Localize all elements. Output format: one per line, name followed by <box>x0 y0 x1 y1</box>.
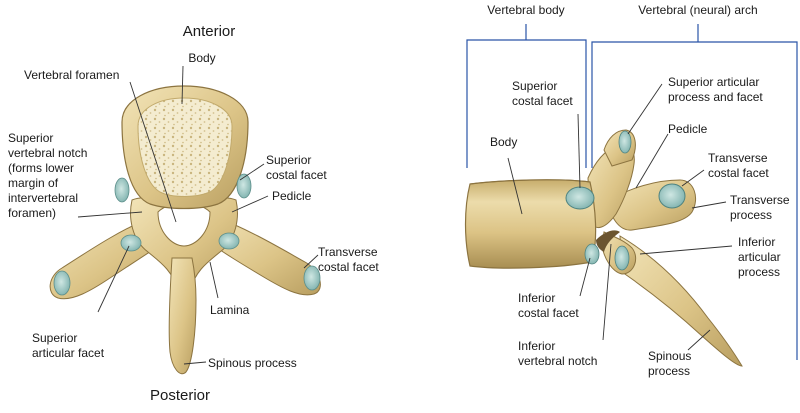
label-vertebral-foramen: Vertebral foramen <box>24 68 119 82</box>
anterior-label: Anterior <box>183 23 236 40</box>
superior-view: Anterior Posterior Body Vertebral forame… <box>8 23 381 404</box>
label-inferior-costal-facet: Inferior costal facet <box>518 291 579 320</box>
superior-articular-facet-lateral <box>618 130 632 154</box>
transverse-costal-facet-right <box>303 265 321 291</box>
vertebral-arch-bracket <box>591 24 798 360</box>
label-body-superior: Body <box>188 51 215 65</box>
inferior-costal-facet-lateral <box>584 243 600 265</box>
label-superior-costal-facet-lateral: Superior costal facet <box>512 79 573 108</box>
superior-costal-facet-lateral <box>565 186 595 210</box>
label-superior-vertebral-notch: Superior vertebral notch (forms lower ma… <box>8 131 91 220</box>
spinous-process-superior <box>168 257 197 375</box>
superior-articular-facet-right <box>218 232 240 250</box>
label-superior-articular-facet: Superior articular facet <box>32 331 105 360</box>
label-pedicle-lateral: Pedicle <box>668 122 708 136</box>
label-inferior-articular-process: Inferior articular process <box>738 235 784 279</box>
spinous-process-lateral <box>619 235 743 367</box>
label-spinous-process-superior: Spinous process <box>208 356 297 370</box>
cancellous-bone <box>137 97 233 197</box>
transverse-costal-facet-left <box>53 270 71 296</box>
posterior-label: Posterior <box>150 387 210 404</box>
label-vertebral-body-heading: Vertebral body <box>487 3 564 17</box>
superior-articular-facet-left <box>120 234 142 252</box>
transverse-costal-facet-lateral <box>658 183 686 209</box>
label-transverse-costal-facet-lateral: Transverse costal facet <box>708 151 771 180</box>
label-inferior-vertebral-notch: Inferior vertebral notch <box>518 339 597 368</box>
label-lamina: Lamina <box>210 303 250 317</box>
label-transverse-costal-facet-superior: Transverse costal facet <box>318 245 381 274</box>
label-transverse-process: Transverse process <box>730 193 793 222</box>
label-pedicle-superior: Pedicle <box>272 189 312 203</box>
label-body-lateral: Body <box>490 135 517 149</box>
vertebral-body-bracket <box>466 24 587 168</box>
label-vertebral-arch-heading: Vertebral (neural) arch <box>638 3 757 17</box>
superior-costal-facet-left <box>114 177 130 203</box>
inferior-articular-facet-lateral <box>614 245 630 271</box>
inferior-vertebral-notch-shape <box>596 230 620 252</box>
lateral-view: Vertebral body Vertebral (neural) arch <box>464 3 798 378</box>
label-superior-costal-facet: Superior costal facet <box>266 153 327 182</box>
label-spinous-process-lateral: Spinous process <box>648 349 695 378</box>
label-superior-articular-process: Superior articular process and facet <box>668 75 763 104</box>
